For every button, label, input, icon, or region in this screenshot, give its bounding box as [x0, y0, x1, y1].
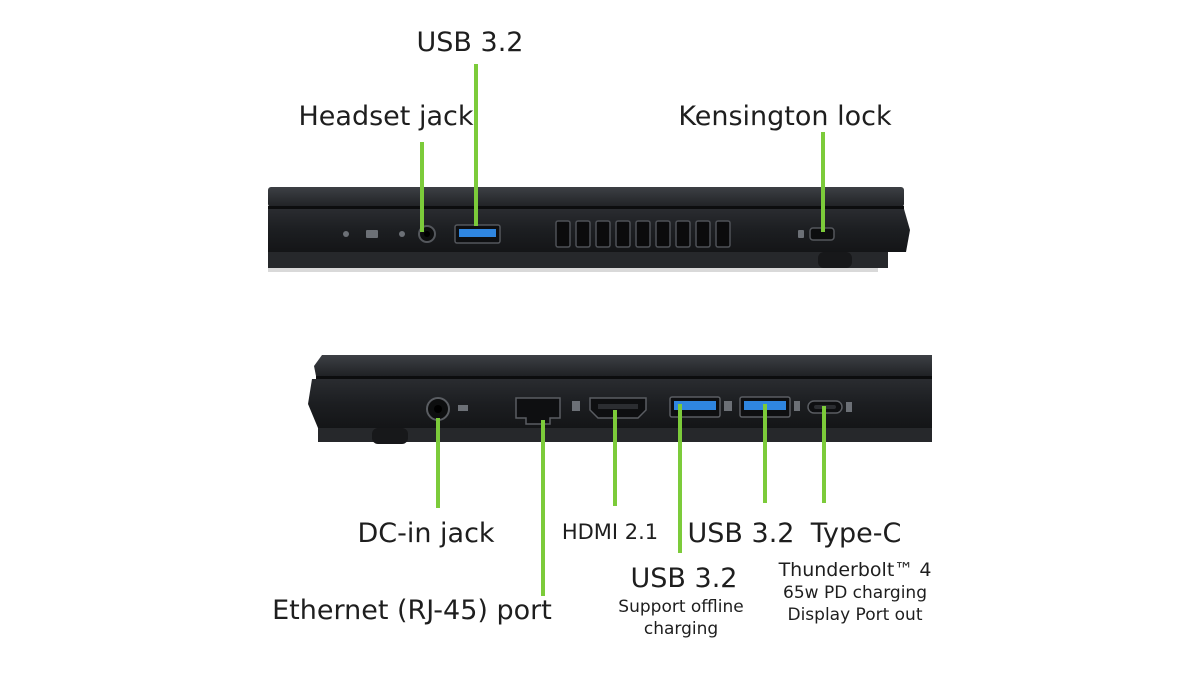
lid-gap: [268, 206, 904, 209]
ethernet-port: [515, 397, 580, 425]
base-bottom-edge: [268, 252, 888, 268]
label-usb-a-2: USB 3.2: [687, 518, 795, 549]
label-kensington-lock: Kensington lock: [678, 101, 892, 132]
vent-grille: [555, 220, 731, 248]
base-bottom-edge: [318, 428, 932, 442]
lid: [314, 355, 932, 376]
usb-a-port-top: [454, 224, 501, 244]
label-dc-in-jack: DC-in jack: [357, 518, 495, 549]
label-headset-jack: Headset jack: [298, 101, 474, 132]
label-usb-top: USB 3.2: [416, 27, 524, 58]
label-ethernet-port: Ethernet (RJ-45) port: [272, 595, 552, 626]
typec-note-line2: 65w PD charging: [783, 583, 927, 603]
lid: [268, 187, 904, 207]
type-c-note: Thunderbolt™ 4 65w PD charging Display P…: [779, 558, 932, 626]
laptop-left-side: [308, 355, 932, 444]
usb-note-line1: Support offline: [618, 597, 744, 617]
base-shadow: [268, 268, 878, 272]
usb-a-port-1: [669, 396, 732, 418]
lid-gap: [316, 376, 932, 379]
foot: [372, 428, 408, 444]
label-type-c: Type-C: [810, 518, 902, 549]
typec-note-line1: Thunderbolt™ 4: [778, 559, 932, 581]
laptop-right-side: [268, 187, 910, 272]
label-hdmi: HDMI 2.1: [561, 520, 659, 544]
typec-note-line3: Display Port out: [787, 605, 923, 625]
foot: [818, 252, 852, 268]
hdmi-port: [589, 397, 647, 419]
label-usb-a-1: USB 3.2: [630, 563, 738, 594]
kensington-lock-slot: [798, 227, 835, 241]
status-icons: [343, 230, 405, 238]
usb-note-line2: charging: [643, 619, 719, 639]
usb-a-1-note: Support offline charging: [618, 596, 743, 640]
